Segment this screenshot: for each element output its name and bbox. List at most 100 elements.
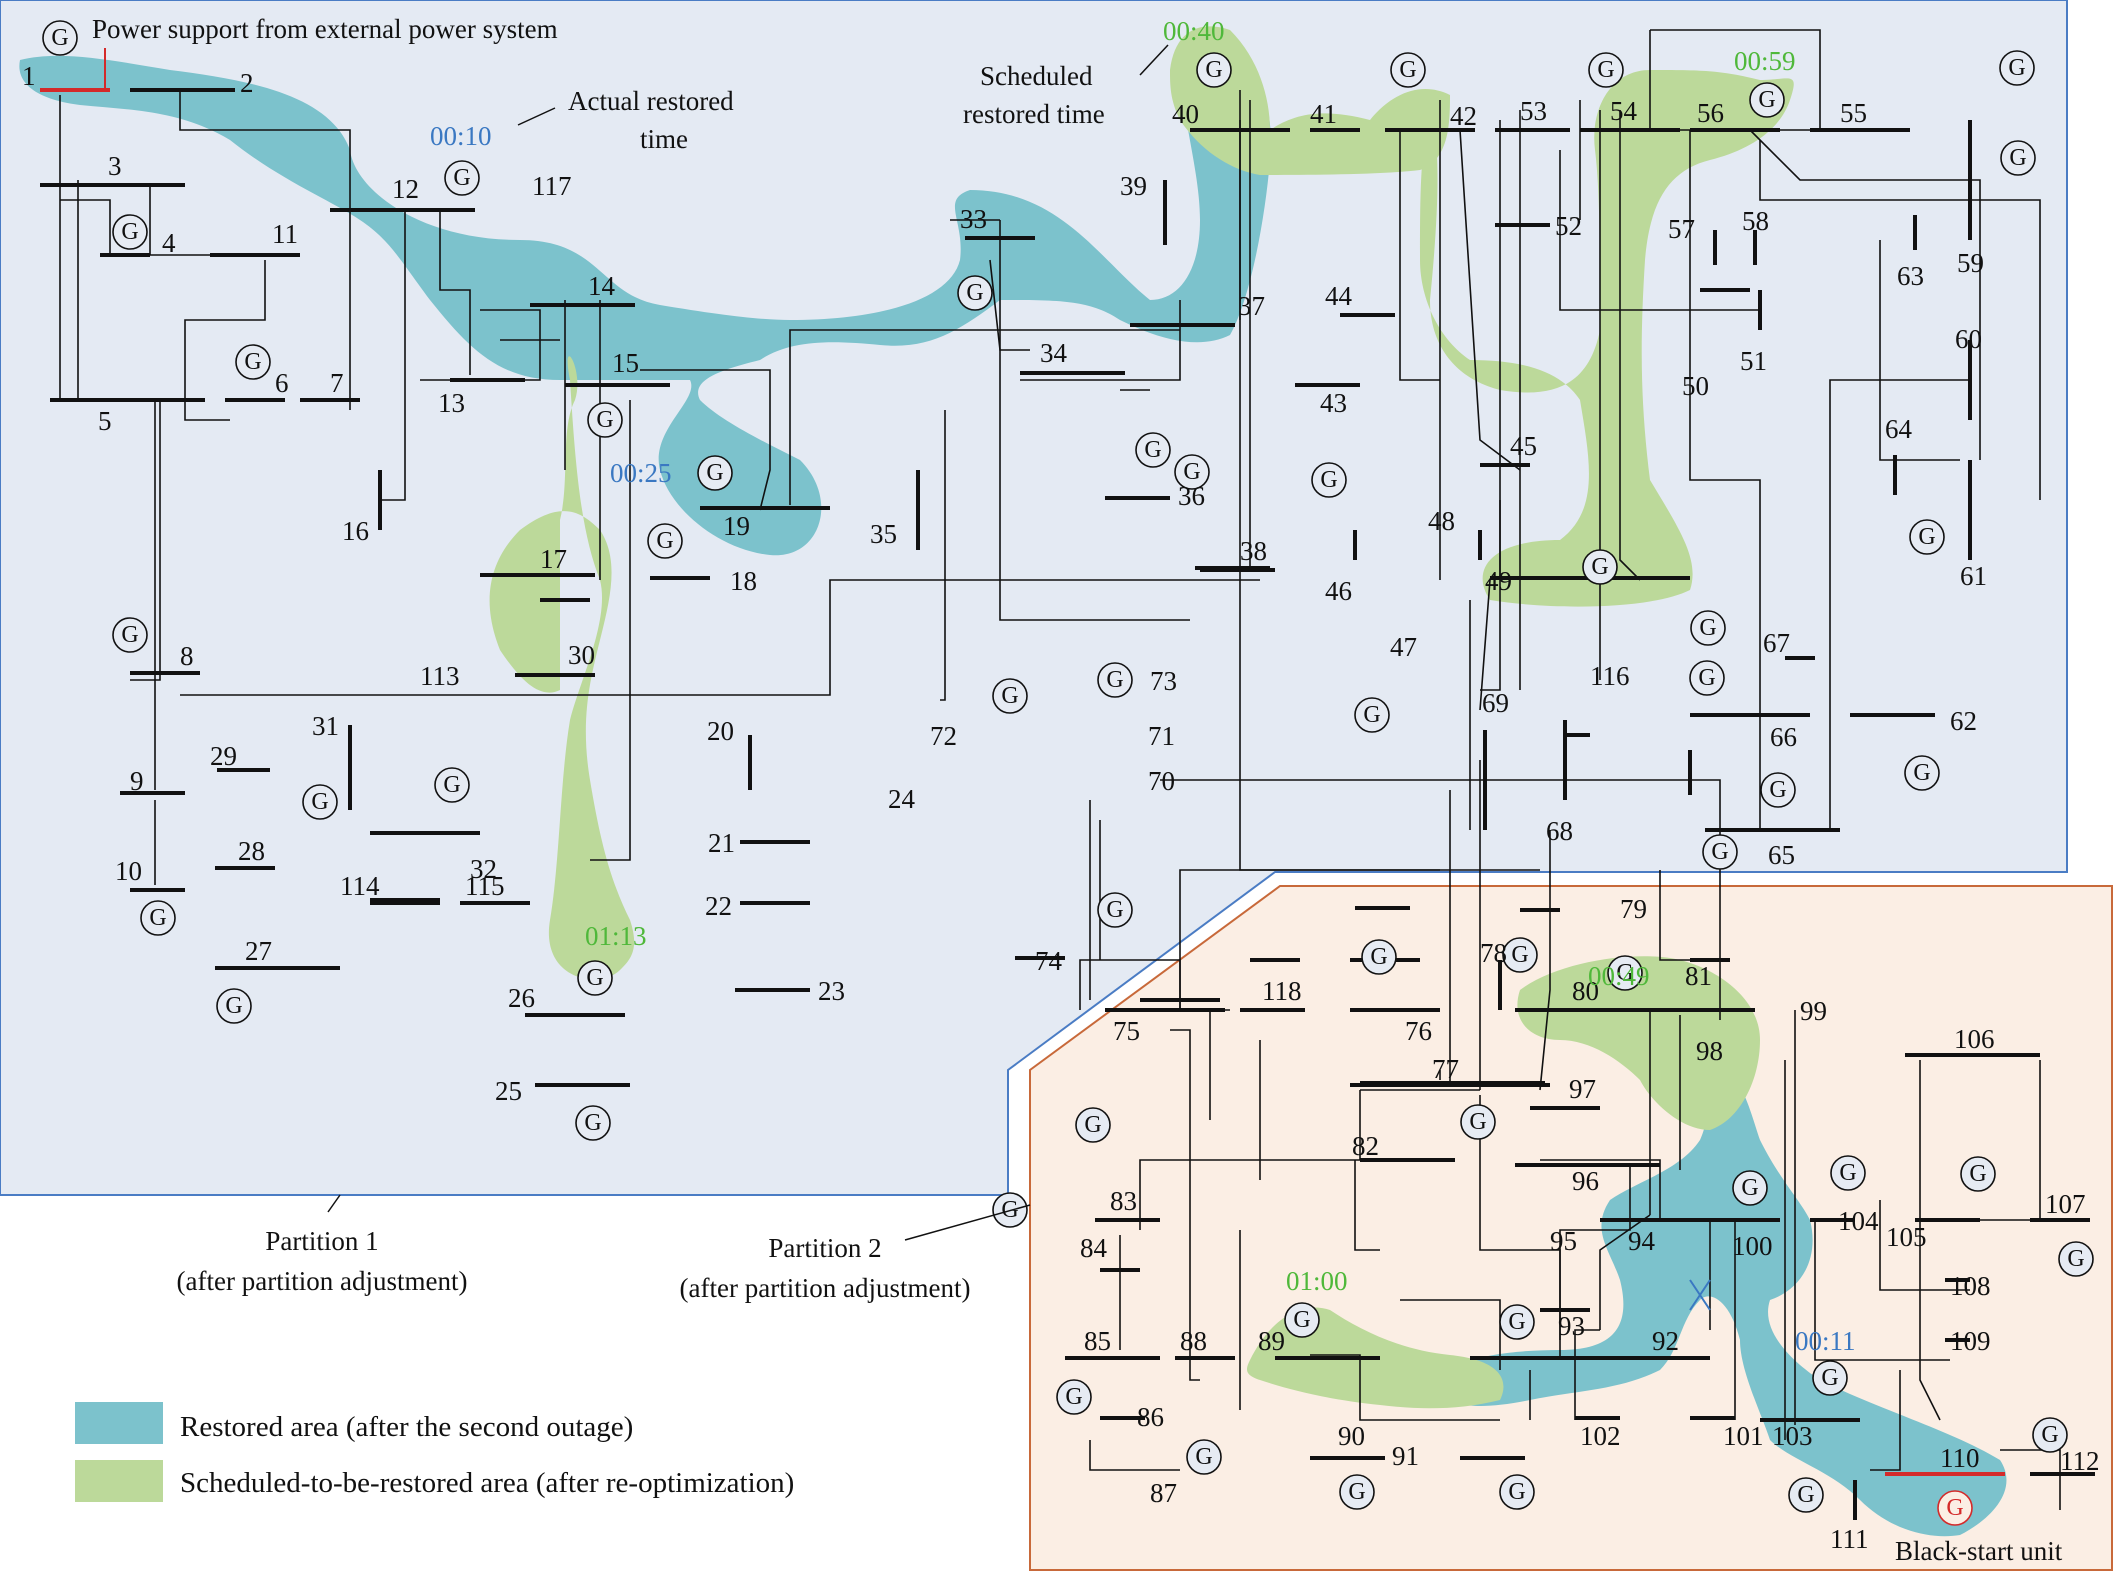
annotation-partition-2: Partition 2 (after partition adjustment) [680, 1204, 1031, 1303]
svg-text:G: G [1918, 524, 1935, 550]
bus-label-5: 5 [98, 406, 112, 436]
bus-label-24: 24 [888, 784, 916, 814]
bus-label-43: 43 [1320, 388, 1347, 418]
annotation-external-support: Power support from external power system [92, 14, 558, 90]
bus-label-82: 82 [1352, 1131, 1379, 1161]
svg-text:G: G [2008, 55, 2025, 81]
bus-label-10: 10 [115, 856, 142, 886]
bus-label-2: 2 [240, 68, 254, 98]
bus-label-101: 101 [1723, 1421, 1764, 1451]
actual-restored-label-line1: Actual restored [568, 86, 734, 116]
generator-symbol: G [2032, 1417, 2068, 1453]
bus-label-23: 23 [818, 976, 845, 1006]
generator-symbol: G [1760, 772, 1796, 808]
bus-label-30: 30 [568, 640, 595, 670]
svg-text:G: G [1399, 57, 1416, 83]
svg-text:G: G [1591, 554, 1608, 580]
svg-text:G: G [121, 622, 138, 648]
partition2-label-line2: (after partition adjustment) [680, 1273, 971, 1303]
generator-symbol: G [1909, 519, 1945, 555]
svg-text:G: G [706, 460, 723, 486]
bus-label-100: 100 [1732, 1231, 1773, 1261]
svg-text:G: G [1821, 1365, 1838, 1391]
svg-text:G: G [1597, 57, 1614, 83]
generator-symbol: G [1690, 610, 1726, 646]
svg-text:G: G [1913, 760, 1930, 786]
external-support-label: Power support from external power system [92, 14, 558, 44]
partition1-label-line2: (after partition adjustment) [177, 1266, 468, 1296]
bus-label-31: 31 [312, 711, 339, 741]
bus-label-95: 95 [1550, 1226, 1577, 1256]
time-label-00-40: 00:40 [1163, 16, 1225, 46]
bus-label-18: 18 [730, 566, 757, 596]
bus-label-38: 38 [1240, 536, 1267, 566]
bus-label-68: 68 [1546, 816, 1573, 846]
bus-label-61: 61 [1960, 561, 1987, 591]
time-labels: 00:25 00:59 01:13 00:49 01:00 00:11 [585, 46, 1856, 1356]
generator-symbol: G [577, 960, 613, 996]
svg-text:G: G [584, 1110, 601, 1136]
bus-label-102: 102 [1580, 1421, 1621, 1451]
svg-text:G: G [1741, 1175, 1758, 1201]
generator-symbol: G [140, 900, 176, 936]
time-label-00-10: 00:10 [430, 121, 492, 151]
svg-text:G: G [1195, 1444, 1212, 1470]
generator-symbol: G [1812, 1360, 1848, 1396]
bus-label-105: 105 [1886, 1222, 1927, 1252]
bus-label-51: 51 [1740, 346, 1767, 376]
generator-symbol: G [1361, 939, 1397, 975]
generator-symbol: G [302, 784, 338, 820]
annotation-black-start: Black-start unit [1895, 1536, 2063, 1566]
bus-label-96: 96 [1572, 1166, 1599, 1196]
generator-symbol: G [957, 275, 993, 311]
bus-label-62: 62 [1950, 706, 1977, 736]
generator-symbol: G [1196, 52, 1232, 88]
bus-label-17: 17 [540, 544, 567, 574]
generator-symbol: G [2000, 140, 2036, 176]
bus-label-63: 63 [1897, 261, 1924, 291]
bus-label-36: 36 [1178, 481, 1205, 511]
bus-label-111: 111 [1830, 1524, 1869, 1554]
generator-symbol: G [1689, 660, 1725, 696]
svg-text:G: G [1711, 839, 1728, 865]
buses [40, 88, 2095, 1520]
bus-label-47: 47 [1390, 632, 1417, 662]
legend-label-restored: Restored area (after the second outage) [180, 1411, 633, 1443]
generator-symbol: G [1582, 549, 1618, 585]
svg-text:G: G [1144, 437, 1161, 463]
svg-text:G: G [656, 528, 673, 554]
svg-text:G: G [149, 905, 166, 931]
bus-label-84: 84 [1080, 1233, 1108, 1263]
generator-symbol: G [1460, 1104, 1496, 1140]
svg-text:G: G [1797, 1482, 1814, 1508]
bus-label-56: 56 [1697, 98, 1724, 128]
bus-label-7: 7 [330, 368, 344, 398]
generator-symbol: G [112, 214, 148, 250]
generator-symbol: G [1135, 432, 1171, 468]
svg-text:G: G [1769, 777, 1786, 803]
bus-label-69: 69 [1482, 688, 1509, 718]
generator-symbol: G [42, 20, 78, 56]
bus-label-108: 108 [1950, 1271, 1991, 1301]
svg-text:G: G [121, 219, 138, 245]
svg-text:G: G [1205, 57, 1222, 83]
bus-label-90: 90 [1338, 1421, 1365, 1451]
bus-label-112: 112 [2060, 1446, 2100, 1476]
black-start-label: Black-start unit [1895, 1536, 2063, 1566]
svg-text:G: G [2067, 1246, 2084, 1272]
bus-label-115: 115 [465, 871, 505, 901]
bus-label-114: 114 [340, 871, 380, 901]
bus-label-45: 45 [1510, 431, 1537, 461]
svg-text:G: G [1348, 1479, 1365, 1505]
bus-label-85: 85 [1084, 1326, 1111, 1356]
generator-symbol: G [2058, 1241, 2094, 1277]
generator-symbol: G [1702, 834, 1738, 870]
svg-text:G: G [443, 772, 460, 798]
bus-label-91: 91 [1392, 1441, 1419, 1471]
bus-label-13: 13 [438, 388, 465, 418]
annotation-scheduled-restored: 00:40 Scheduled restored time [963, 16, 1225, 129]
svg-text:G: G [244, 349, 261, 375]
bus-label-97: 97 [1569, 1074, 1596, 1104]
svg-text:G: G [1699, 615, 1716, 641]
